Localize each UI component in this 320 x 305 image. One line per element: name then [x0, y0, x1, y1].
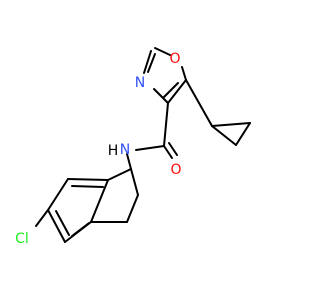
bond-c6-c5 — [47, 209, 66, 243]
bond-c4-carbonyl — [163, 102, 169, 147]
bond-c7a-c3a — [90, 179, 109, 223]
molecule-structure: N O H N O Cl — [0, 0, 300, 300]
bond-cp3-cp1 — [211, 125, 237, 146]
bonds — [35, 47, 251, 243]
bond-c4-c3a-inner — [71, 222, 90, 237]
bond-cp1-cp2 — [211, 122, 251, 127]
amide-hydrogen-label: H — [108, 143, 119, 159]
oxazole-oxygen-label: O — [169, 51, 180, 67]
bond-n3-c2-inner — [147, 53, 156, 73]
bond-c2-c3 — [126, 194, 139, 223]
background — [0, 0, 300, 300]
amide-nitrogen-label: N — [120, 142, 130, 158]
bond-c1-c2 — [130, 168, 139, 196]
bond-c7a-c7 — [67, 178, 109, 181]
bond-carbonyl-o — [163, 145, 173, 159]
atom-labels: N O H N O Cl — [15, 51, 181, 247]
bond-c2-o1 — [154, 47, 171, 56]
bond-c5-cl — [35, 209, 49, 227]
bond-cp2-cp3 — [235, 122, 251, 146]
bond-c1-c7a — [107, 168, 132, 181]
bond-carbonyl-o-inner — [168, 142, 178, 156]
bond-n-c1 — [126, 153, 132, 170]
bond-c4-n3 — [153, 88, 169, 104]
bond-c7-c6 — [47, 178, 69, 211]
chlorine-label: Cl — [15, 231, 29, 247]
bond-o1-c5-a — [181, 66, 187, 81]
molecule-canvas: N O H N O Cl — [0, 0, 300, 300]
carbonyl-oxygen-label: O — [170, 162, 181, 178]
oxazole-nitrogen-label: N — [135, 75, 145, 91]
bond-c7-c7a-inner — [71, 185, 104, 188]
bond-c5-c4-inner — [163, 82, 179, 98]
bond-c5-c4 — [167, 79, 187, 104]
bond-n3-c2 — [143, 50, 152, 74]
bond-c5-cp1 — [185, 79, 213, 127]
bond-carbonyl-n — [135, 145, 165, 151]
bond-c6-c5-inner — [55, 210, 70, 236]
